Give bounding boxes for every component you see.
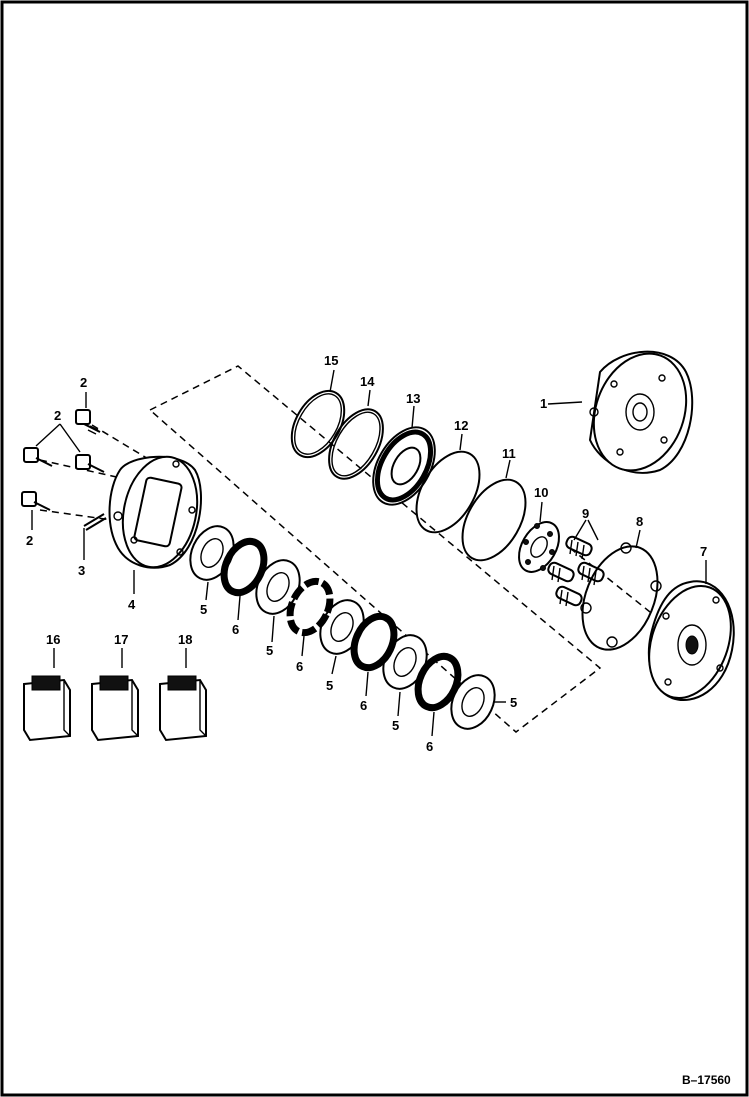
leader-line-6a [237, 595, 241, 621]
axis-dashed-line-4 [569, 547, 651, 613]
leader-line-6d [431, 711, 435, 737]
part-3-pin [83, 513, 107, 531]
callout-14: 14 [360, 374, 375, 389]
leader-line-12 [459, 433, 463, 451]
callout-6-b: 6 [296, 659, 303, 674]
axis-dashed-line-1 [39, 459, 131, 481]
part-8-gasket [580, 542, 662, 651]
part-14-ring [328, 408, 384, 480]
callout-5-a: 5 [200, 602, 207, 617]
callout-2-middle: 2 [54, 408, 61, 423]
callout-5-d: 5 [392, 718, 399, 733]
callout-17: 17 [114, 632, 128, 647]
leader-line-10 [539, 501, 543, 523]
callout-12: 12 [454, 418, 468, 433]
callout-15: 15 [324, 353, 338, 368]
callout-10: 10 [534, 485, 548, 500]
part-15-o-ring [290, 389, 346, 459]
callout-7: 7 [700, 544, 707, 559]
part-1-housing [588, 350, 694, 474]
part-6-disc-3 [350, 612, 398, 672]
callout-18: 18 [178, 632, 192, 647]
leader-line-8 [635, 529, 641, 549]
callout-5-b: 5 [266, 643, 273, 658]
leader-line-5a [205, 581, 209, 601]
callout-3: 3 [78, 563, 85, 578]
leader-line-5d [397, 691, 401, 717]
part-6-disc-1 [220, 537, 268, 597]
part-9-springs [547, 535, 605, 607]
part-6-disc-2 [286, 577, 334, 637]
axis-dashed-line-3 [39, 509, 113, 521]
leader-line-6b [301, 635, 305, 657]
leader-line-5c [331, 655, 337, 675]
part-13-piston [372, 426, 436, 506]
callout-6-d: 6 [426, 739, 433, 754]
part-16-kit-box [23, 675, 71, 742]
callout-16: 16 [46, 632, 60, 647]
leader-line-6c [365, 671, 369, 697]
callout-13: 13 [406, 391, 420, 406]
callout-6-c: 6 [360, 698, 367, 713]
callout-2-top: 2 [80, 375, 87, 390]
figure-id: B–17560 [682, 1073, 731, 1087]
part-17-kit-box [91, 675, 139, 742]
part-6-disc-4 [414, 652, 462, 712]
part-12-ring [415, 450, 481, 534]
part-10-spring-retainer [518, 521, 560, 573]
leader-line-15 [329, 369, 335, 393]
callout-5-e: 5 [510, 695, 517, 710]
part-2-bolt-bottom [21, 491, 51, 511]
part-18-kit-box [159, 675, 207, 742]
part-11-ring [461, 478, 527, 562]
leader-line-11 [505, 459, 511, 479]
callout-9: 9 [582, 506, 589, 521]
callout-4: 4 [128, 597, 136, 612]
callout-11: 11 [502, 446, 516, 461]
part-2-bolt-top [75, 409, 101, 435]
leader-line-13 [411, 405, 415, 429]
leader-line-9 [573, 519, 599, 541]
leader-line-2b [35, 423, 81, 453]
leader-line-1 [547, 401, 583, 405]
part-4-carrier [108, 455, 202, 569]
part-2-bolt-left [23, 447, 53, 467]
leader-line-5b [271, 615, 275, 643]
callout-1: 1 [540, 396, 547, 411]
part-2-bolt-middle [75, 454, 105, 473]
callout-5-c: 5 [326, 678, 333, 693]
callout-2-bottom: 2 [26, 533, 33, 548]
leader-line-14 [367, 389, 371, 407]
part-7-cover [648, 580, 735, 701]
assembly-dashed-outline [148, 365, 602, 733]
callout-6-a: 6 [232, 622, 239, 637]
callout-8: 8 [636, 514, 643, 529]
